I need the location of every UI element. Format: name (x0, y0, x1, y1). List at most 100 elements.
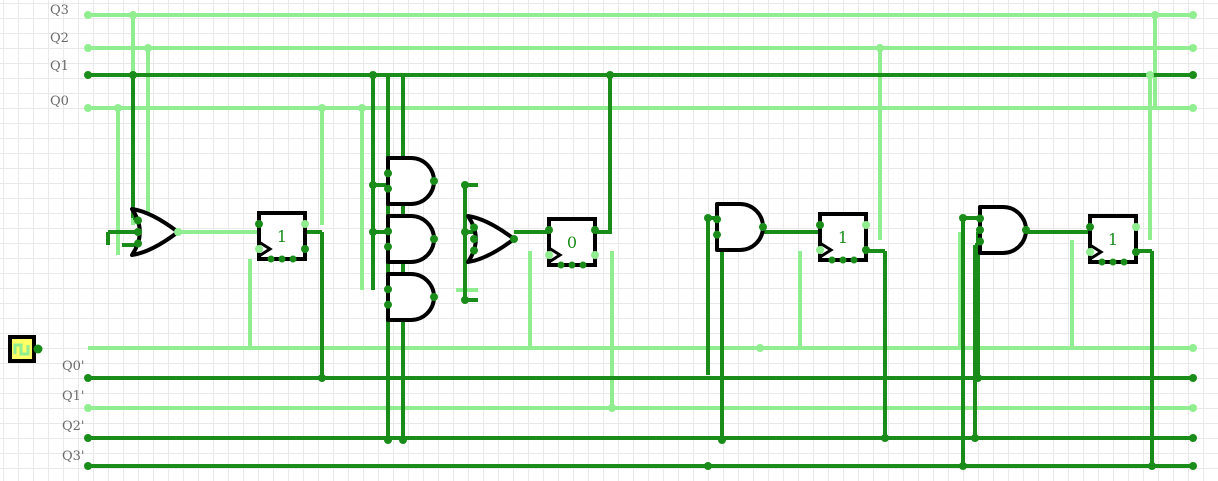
gate-input-pin-and2-1 (384, 242, 392, 251)
junction-dot-high-14 (606, 71, 614, 79)
junction-dot-high-4 (84, 462, 92, 470)
flipflop-q-pin-ff2 (862, 221, 870, 229)
gate-output-pin-and1 (430, 177, 438, 185)
flipflop-bottom-pin-ff0-1 (278, 255, 286, 263)
junction-dot-high-3 (84, 434, 92, 442)
flipflop-bottom-pin-ff1-0 (557, 261, 565, 269)
junction-dot-low-13 (1189, 11, 1197, 19)
junction-dot-high-24 (1189, 71, 1197, 79)
flipflop-bottom-pin-ff3-0 (1098, 258, 1106, 266)
junction-dot-low-12 (1146, 71, 1154, 79)
junction-dot-high-16 (704, 462, 712, 470)
junction-dot-low-8 (358, 104, 366, 112)
junction-dot-high-9 (384, 436, 392, 444)
flipflop-data-pin-ff3 (1086, 223, 1094, 231)
flipflop-bottom-pin-ff1-1 (568, 261, 576, 269)
gate-output-pin-and5 (1022, 226, 1030, 234)
flipflop-bottom-pin-ff0-2 (289, 255, 297, 263)
junction-dot-high-27 (1189, 462, 1197, 470)
input-wire-label-q2: Q2 (50, 31, 69, 46)
gate-input-pin-or2-2 (470, 246, 478, 255)
and-gate-and4[interactable] (715, 202, 765, 252)
junction-dot-high-2 (84, 374, 92, 382)
gate-input-pin-and5-0 (976, 214, 984, 223)
flipflop-q-pin-ff1 (591, 226, 599, 234)
junction-dot-high-5 (318, 374, 326, 382)
gate-input-pin-and1-0 (384, 169, 392, 178)
junction-dot-high-23 (1148, 462, 1156, 470)
flipflop-bottom-pin-ff3-2 (1120, 258, 1128, 266)
junction-dot-high-17 (718, 436, 726, 444)
gates-group (130, 156, 1030, 322)
junction-dot-high-10 (399, 436, 407, 444)
junction-dot-low-10 (876, 44, 884, 52)
junction-dot-low-17 (1189, 344, 1197, 352)
junction-dot-high-6 (369, 71, 377, 79)
junction-dot-low-1 (84, 44, 92, 52)
junction-dot-high-8 (369, 228, 377, 236)
and-gate-and5[interactable] (978, 205, 1028, 255)
junction-dot-low-11 (1151, 11, 1159, 19)
junction-dot-low-4 (129, 11, 137, 19)
junction-dot-low-2 (84, 104, 92, 112)
flipflop-bottom-pin-ff2-0 (828, 256, 836, 264)
junction-dot-low-9 (608, 404, 616, 412)
gate-input-pin-or1-2 (134, 239, 142, 248)
gate-input-pin-or2-0 (470, 223, 478, 232)
junction-dot-high-12 (461, 228, 469, 236)
junction-dot-low-14 (1189, 44, 1197, 52)
clock-group (8, 335, 43, 363)
junction-dot-low-18 (756, 344, 764, 352)
junction-dot-high-25 (1189, 374, 1197, 382)
output-wire-label-q2p: Q2' (62, 419, 85, 434)
flipflop-bottom-pin-ff3-1 (1109, 258, 1117, 266)
flipflop-data-pin-ff0 (255, 220, 263, 228)
input-wire-label-q3: Q3 (50, 3, 69, 18)
flipflop-q-pin-ff0 (301, 220, 309, 228)
clock-output-pin (33, 344, 43, 354)
junction-dot-low-7 (318, 104, 326, 112)
gate-input-pin-and4-1 (713, 230, 721, 239)
flipflop-bottom-pin-ff1-2 (579, 261, 587, 269)
junction-dot-low-3 (84, 404, 92, 412)
gate-input-pin-or2-1 (470, 235, 478, 243)
flipflop-q-pin-ff3 (1132, 223, 1140, 231)
and-gate-and2[interactable] (386, 214, 436, 264)
junction-dot-high-13 (461, 296, 469, 304)
output-wire-label-q1p: Q1' (62, 389, 85, 404)
gate-input-pin-or1-1 (134, 228, 142, 236)
gate-input-pin-or1-0 (134, 216, 142, 225)
flipflop-bottom-pin-ff2-2 (850, 256, 858, 264)
gate-output-pin-or2 (510, 235, 518, 243)
flipflop-clock-pin-ff0 (255, 245, 263, 253)
and-gate-and3[interactable] (386, 272, 436, 322)
flipflop-state-label-ff3: 1 (1108, 230, 1118, 249)
and-gate-and1[interactable] (386, 156, 436, 206)
junction-dot-low-0 (84, 11, 92, 19)
flipflop-qbar-pin-ff1 (591, 251, 599, 259)
flipflop-clock-pin-ff1 (545, 251, 553, 259)
flipflop-body-ff0[interactable] (257, 211, 307, 261)
output-wire-label-q3p: Q3' (62, 449, 85, 464)
flipflop-bottom-pin-ff2-1 (839, 256, 847, 264)
flipflop-data-pin-ff1 (545, 226, 553, 234)
junction-dot-high-26 (1189, 434, 1197, 442)
gate-input-pin-and1-1 (384, 184, 392, 193)
flipflop-qbar-pin-ff3 (1132, 248, 1140, 256)
output-wire-label-q0p: Q0' (62, 359, 85, 374)
junction-dot-high-18 (881, 434, 889, 442)
junction-dot-high-7 (369, 181, 377, 189)
junction-dot-high-0 (84, 71, 92, 79)
flipflop-data-pin-ff2 (816, 221, 824, 229)
flipflop-bottom-pin-ff0-0 (267, 255, 275, 263)
input-wire-label-q0: Q0 (50, 94, 69, 109)
junction-dot-low-16 (1189, 404, 1197, 412)
input-wire-label-q1: Q1 (50, 59, 69, 74)
gate-input-pin-and5-1 (976, 226, 984, 234)
flipflop-state-label-ff1: 0 (567, 233, 577, 252)
junction-dot-high-1 (129, 71, 137, 79)
gate-output-pin-or1 (174, 228, 182, 236)
